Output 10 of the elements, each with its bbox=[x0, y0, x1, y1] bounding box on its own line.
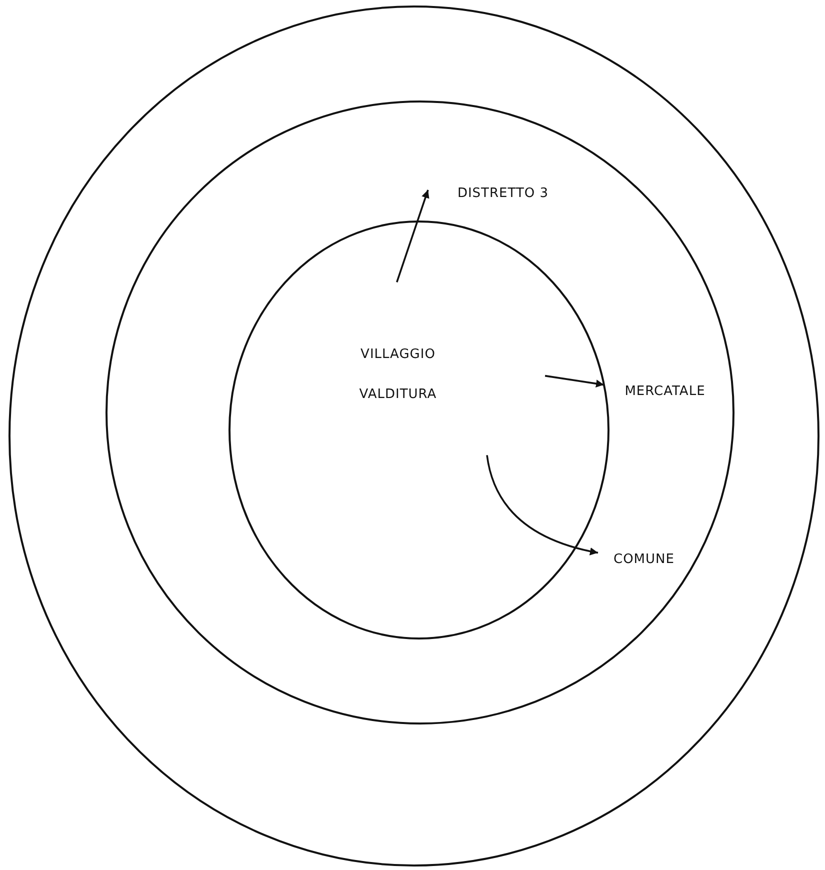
arrow bbox=[544, 374, 604, 388]
place-label: DISTRETTO 3 bbox=[428, 182, 578, 206]
arrow bbox=[486, 455, 598, 556]
place-name: VILLAGGIO VALDITURA bbox=[358, 346, 438, 404]
ring bbox=[8, 5, 820, 867]
place-label: MERCATALE bbox=[604, 380, 726, 404]
arrow bbox=[396, 190, 430, 282]
ring bbox=[105, 100, 735, 725]
ring bbox=[228, 220, 610, 640]
place-label: COMUNE bbox=[598, 548, 690, 572]
